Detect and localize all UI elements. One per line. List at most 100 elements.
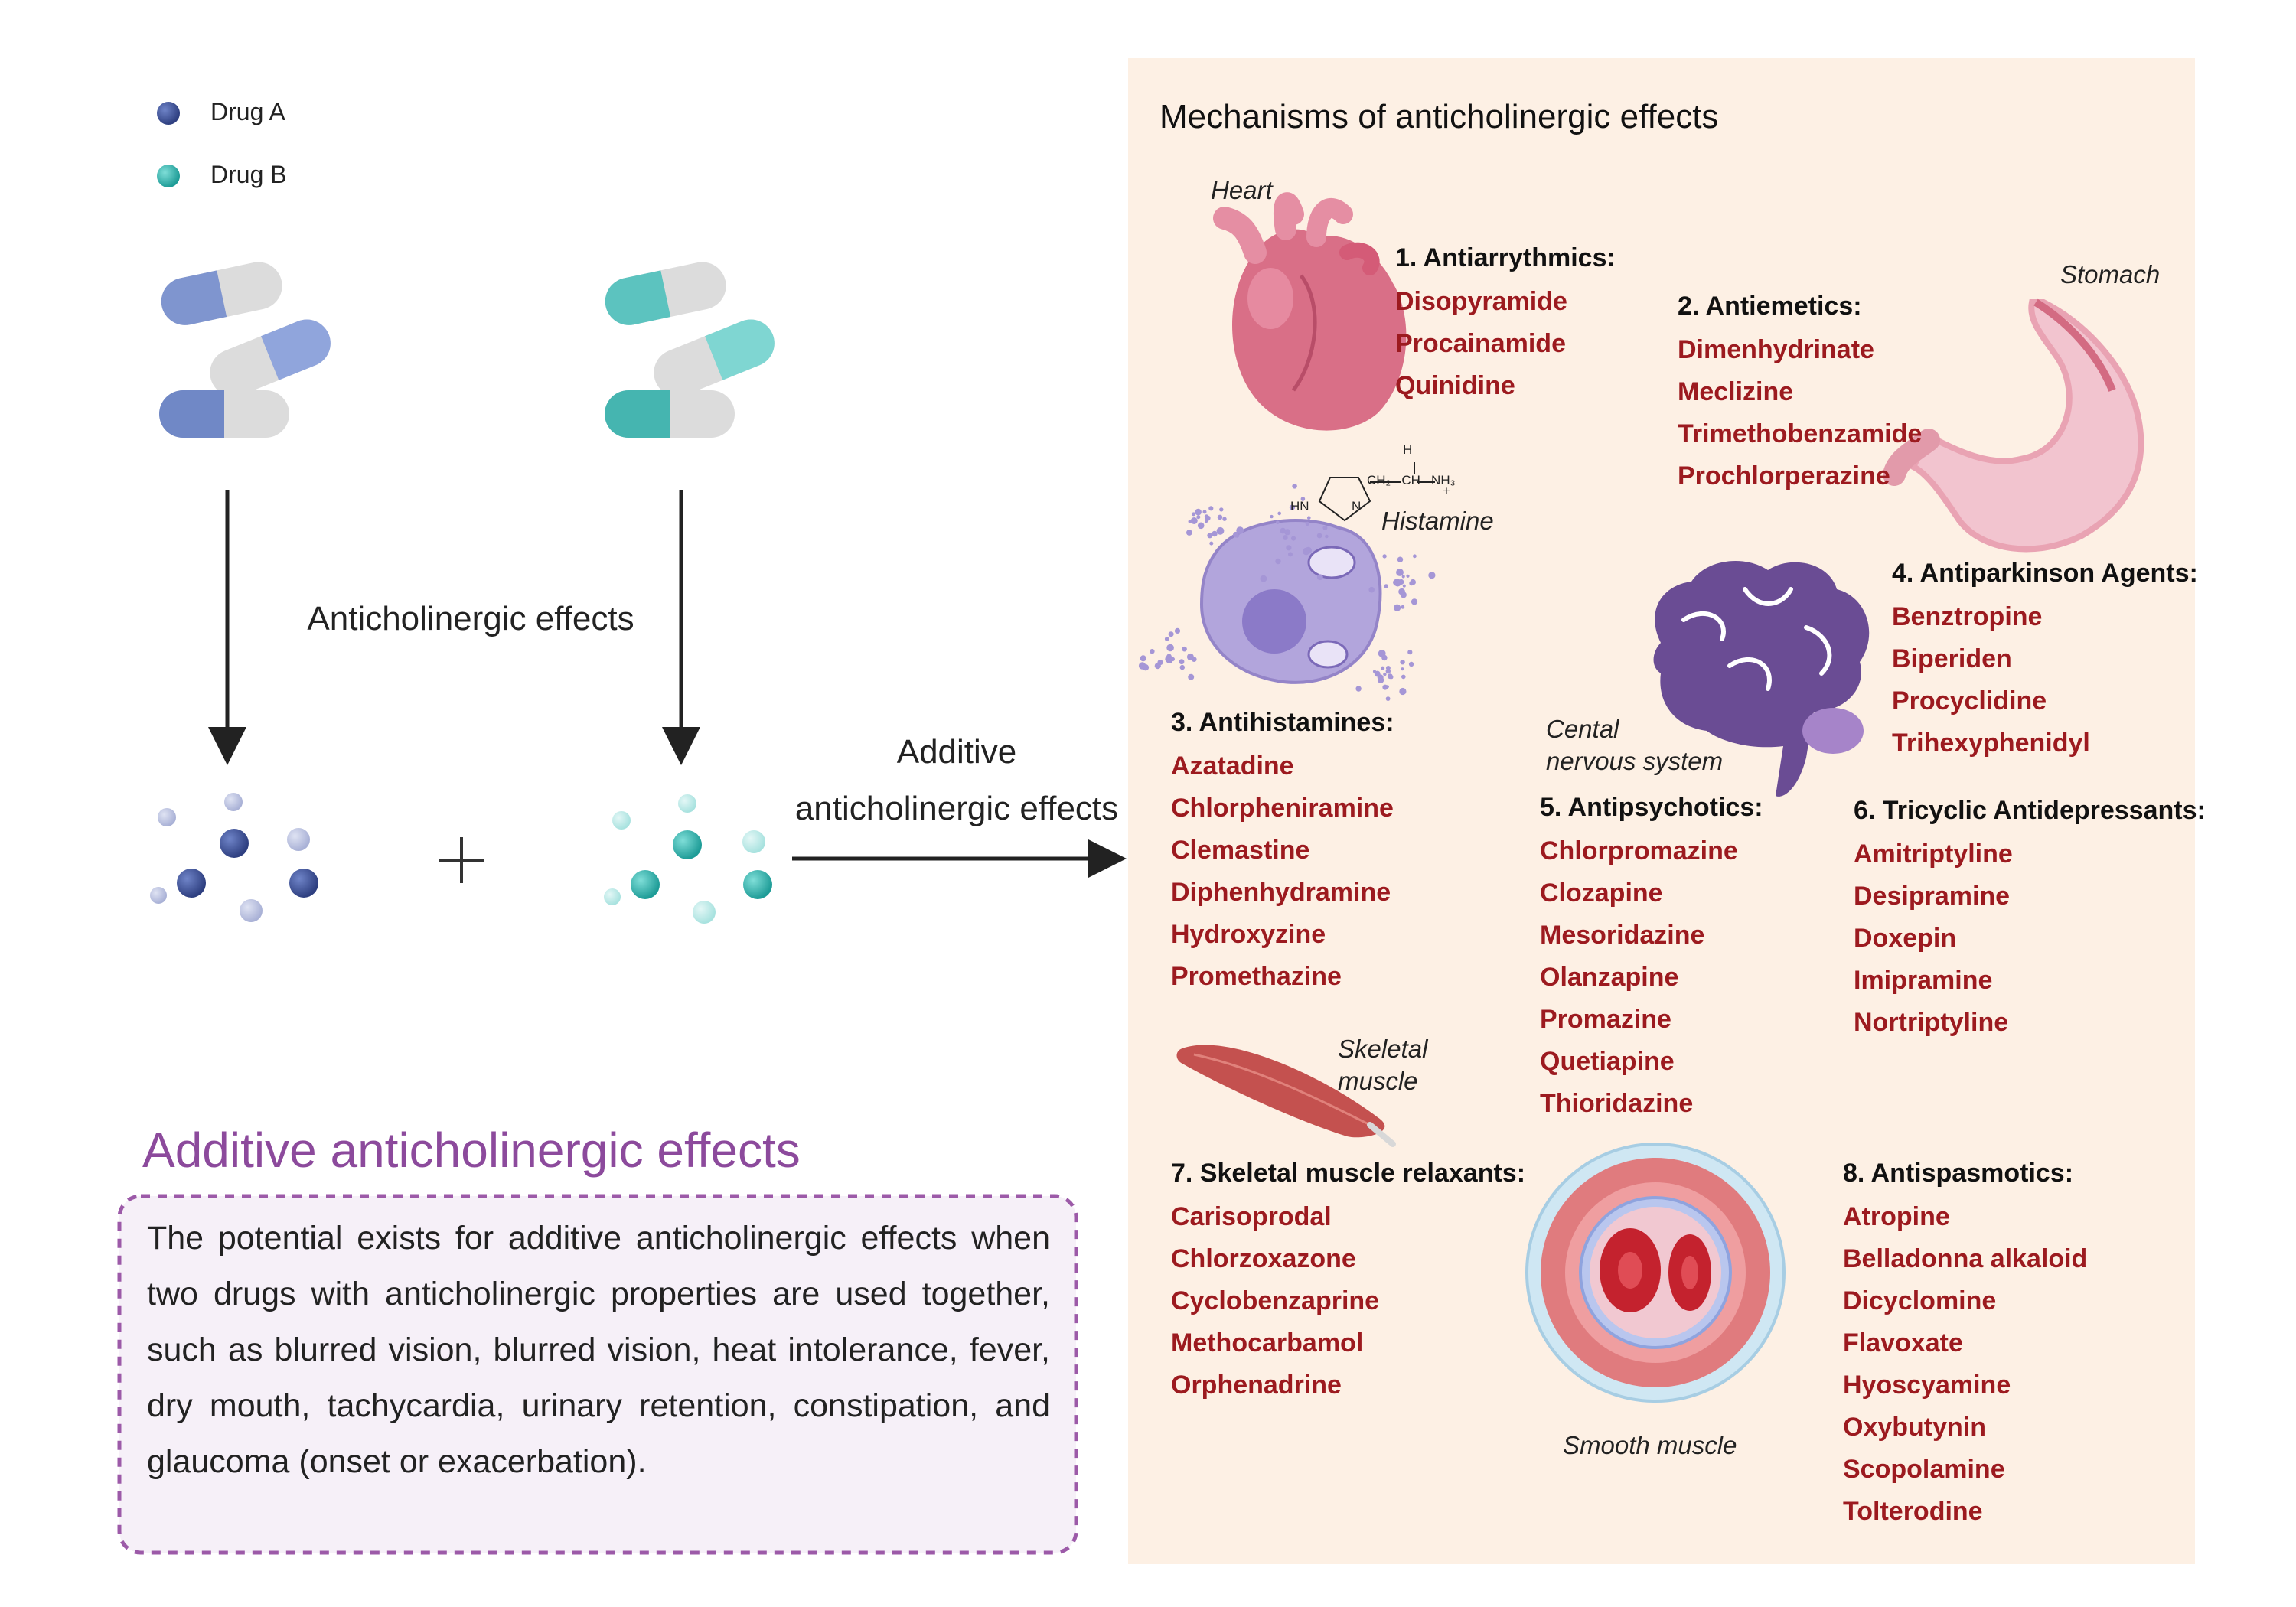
drug-item: Procyclidine (1892, 686, 2047, 715)
granule-dot (1140, 655, 1146, 662)
histamine-formula-n: N (1352, 499, 1362, 513)
granule-dot (1282, 535, 1288, 540)
granule-dot (1166, 644, 1174, 652)
category-antiparkinson: 4. Antiparkinson Agents: Benztropine Bip… (1892, 559, 2198, 764)
drug-item: Quinidine (1395, 371, 1515, 400)
granule-dot (1207, 533, 1213, 539)
drug-item: Promethazine (1171, 962, 1342, 991)
histamine-structure-icon (1318, 462, 1435, 522)
drug-item: Chlorzoxazone (1171, 1244, 1356, 1273)
granule-dot (1428, 572, 1436, 579)
granule-dot (1401, 674, 1406, 680)
drug-item: Desipramine (1854, 882, 2011, 911)
granule-dot (1378, 650, 1386, 657)
drug-item: Promazine (1540, 1005, 1671, 1034)
drug-item: Trimethobenzamide (1678, 419, 1923, 448)
granule-dot (1189, 654, 1193, 659)
granule-dot (1192, 512, 1196, 517)
granule-dot (1164, 637, 1169, 641)
drug-item: Quetiapine (1540, 1047, 1675, 1076)
drug-item: Hyoscyamine (1843, 1371, 2011, 1400)
drug-item: Atropine (1843, 1202, 1950, 1231)
granule-dot (1377, 676, 1384, 683)
legend-dot-drug-b (157, 165, 180, 187)
granule-dot (1389, 675, 1394, 680)
granule-dot (1216, 526, 1225, 535)
drug-item: Dicyclomine (1843, 1286, 1997, 1315)
granule-dot (1182, 646, 1187, 652)
category-title: 7. Skeletal muscle relaxants: (1171, 1159, 1526, 1188)
granule-dot (1154, 663, 1161, 670)
drug-item: Clemastine (1171, 836, 1310, 865)
granule-dot (1179, 659, 1185, 665)
smooth-muscle-label: Smooth muscle (1563, 1431, 1737, 1459)
granule-dot (1291, 536, 1296, 541)
histamine-formula-chain: CH₂– CH– NH₃ (1367, 473, 1456, 487)
category-title: 8. Antispasmotics: (1843, 1159, 2074, 1188)
granule-dot (1277, 511, 1281, 516)
granule-dot (1397, 556, 1404, 562)
granule-dot (1204, 514, 1209, 519)
granule-dot (1355, 686, 1362, 692)
stomach-icon (1883, 298, 2144, 553)
granule-dot (1316, 574, 1323, 581)
granule-dot (1236, 526, 1244, 534)
cns-label-line1: Cental (1546, 715, 1619, 743)
drug-item: Cyclobenzaprine (1171, 1286, 1380, 1315)
category-title: 5. Antipsychotics: (1540, 793, 1763, 822)
drug-item: Benztropine (1892, 602, 2043, 631)
granule-dot (1165, 655, 1173, 663)
granule-dot (1385, 696, 1391, 701)
drug-item: Thioridazine (1540, 1089, 1694, 1118)
granule-dot (1234, 533, 1240, 538)
summary-text: The potential exists for additive antich… (147, 1220, 1050, 1480)
granule-dot (1222, 517, 1227, 521)
additive-label-line1: Additive (896, 733, 1017, 771)
drug-item: Mesoridazine (1540, 921, 1705, 950)
drug-item: Prochlorperazine (1678, 461, 1890, 491)
skeletal-label-line2: muscle (1338, 1067, 1418, 1095)
histamine-formula-plus: + (1443, 484, 1450, 498)
summary-box (117, 1194, 1078, 1555)
granule-dot (1168, 631, 1174, 637)
category-antihistamines: 3. Antihistamines: Azatadine Chlorphenir… (1171, 708, 1394, 998)
drug-item: Flavoxate (1843, 1328, 1963, 1358)
granule-dot (1401, 605, 1405, 609)
drug-item: Clozapine (1540, 878, 1663, 908)
granule-dot (1208, 506, 1214, 511)
drug-item: Trihexyphenidyl (1892, 729, 2090, 758)
granule-dot (1398, 588, 1405, 595)
category-title: 4. Antiparkinson Agents: (1892, 559, 2198, 588)
granule-dot (1289, 504, 1295, 510)
legend-label-drug-a: Drug A (210, 98, 285, 125)
anticholinergic-effects-label: Anticholinergic effects (307, 600, 634, 637)
granule-dot (1399, 687, 1407, 696)
drug-b-molecules (604, 794, 772, 924)
granule-dot (1394, 604, 1401, 611)
drug-item: Chlorpheniramine (1171, 794, 1394, 823)
granule-dot (1217, 514, 1223, 520)
granule-dot (1292, 484, 1297, 489)
legend-label-drug-b: Drug B (210, 161, 287, 188)
capsule-icon (159, 262, 331, 438)
granule-dot (1325, 534, 1329, 539)
granule-dot (1275, 558, 1281, 565)
drug-a-molecules (150, 793, 318, 922)
granule-dot (1396, 569, 1404, 576)
granule-dot (1186, 530, 1192, 536)
granule-dot (1382, 554, 1387, 559)
granule-dot (1195, 508, 1202, 516)
granule-dot (1174, 627, 1181, 634)
granule-dot (1197, 522, 1205, 530)
granule-dot (1396, 579, 1401, 585)
granule-dot (1202, 510, 1207, 514)
drug-item: Hydroxyzine (1171, 920, 1326, 949)
category-title: 6. Tricyclic Antidepressants: (1854, 796, 2206, 825)
granule-dot (1196, 515, 1201, 520)
granule-dot (1411, 598, 1418, 605)
heart-label: Heart (1211, 176, 1273, 204)
granule-dot (1316, 533, 1322, 539)
category-tricyclic-antidepressants: 6. Tricyclic Antidepressants: Amitriptyl… (1854, 796, 2206, 1044)
granule-dot (1407, 650, 1413, 655)
